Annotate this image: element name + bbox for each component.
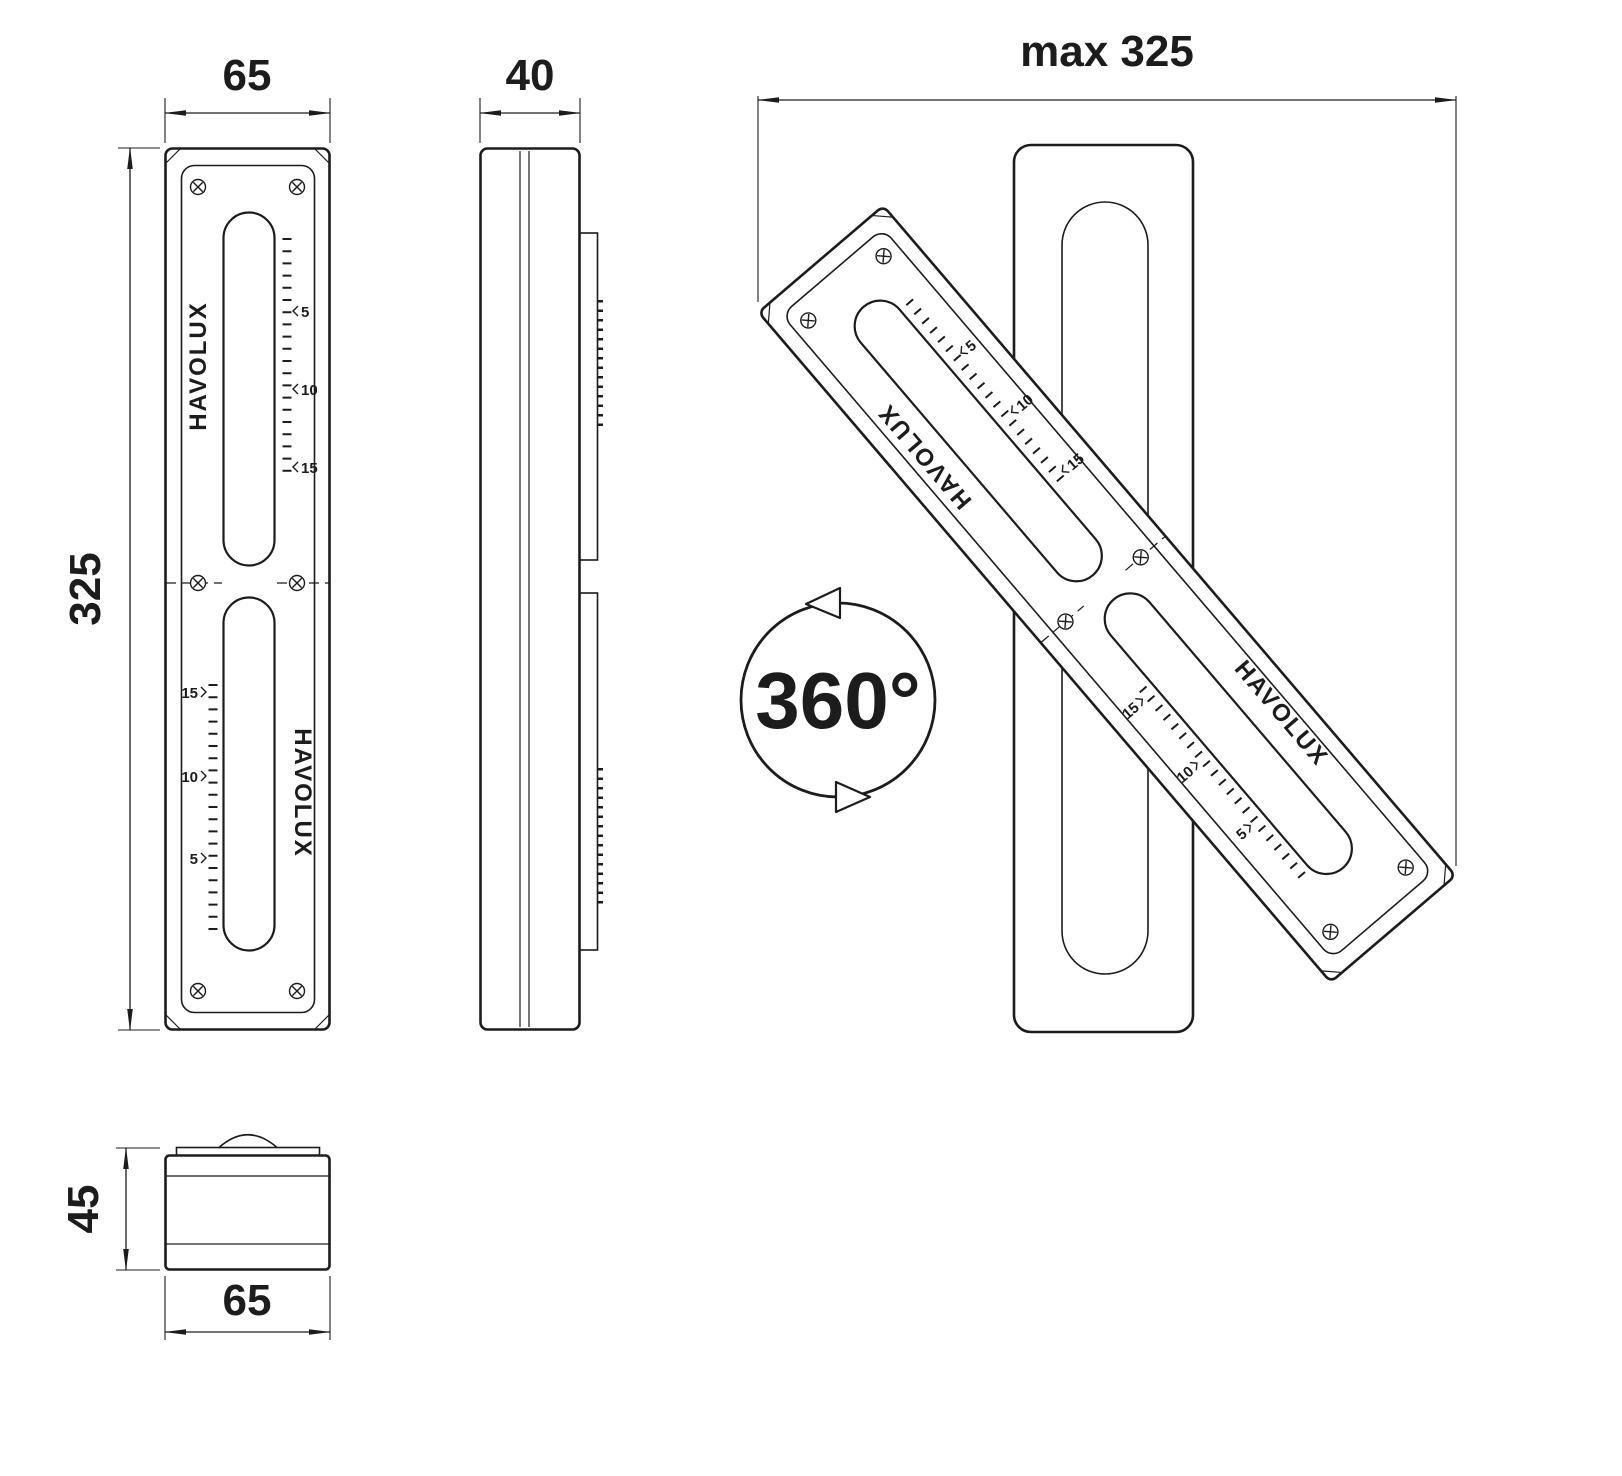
pivot-dome	[218, 1134, 278, 1149]
bottom-width-label: 65	[223, 1276, 272, 1325]
side-back-bracket-upper	[578, 232, 599, 561]
rotation-arrowhead-bottom	[834, 780, 872, 814]
bottom-width-dimension: 65	[164, 1276, 331, 1340]
rotation-label: 360°	[755, 656, 920, 745]
bottom-height-dimension: 45	[59, 1147, 160, 1271]
rotated-view: max 325 360°	[739, 27, 1457, 1034]
side-view-body	[479, 147, 581, 1031]
front-width-label: 65	[223, 51, 272, 100]
side-depth-dimension: 40	[479, 51, 581, 143]
max-width-label: max 325	[1020, 27, 1194, 76]
front-view: 65 325	[61, 51, 330, 1030]
front-width-dimension: 65	[164, 51, 331, 143]
side-view: 40	[479, 51, 603, 1031]
max-width-dimension: max 325	[757, 27, 1457, 866]
rotation-annotation: 360°	[739, 586, 937, 814]
side-depth-label: 40	[506, 51, 555, 100]
side-back-bracket-lower	[578, 592, 599, 951]
bottom-view: 45 65	[59, 1134, 331, 1340]
rotation-arrowhead-top	[804, 586, 842, 620]
front-view-body	[166, 149, 330, 1030]
bottom-height-label: 45	[59, 1185, 108, 1234]
front-height-label: 325	[61, 552, 110, 625]
front-height-dimension: 325	[61, 147, 160, 1031]
bottom-view-body	[164, 1154, 331, 1271]
